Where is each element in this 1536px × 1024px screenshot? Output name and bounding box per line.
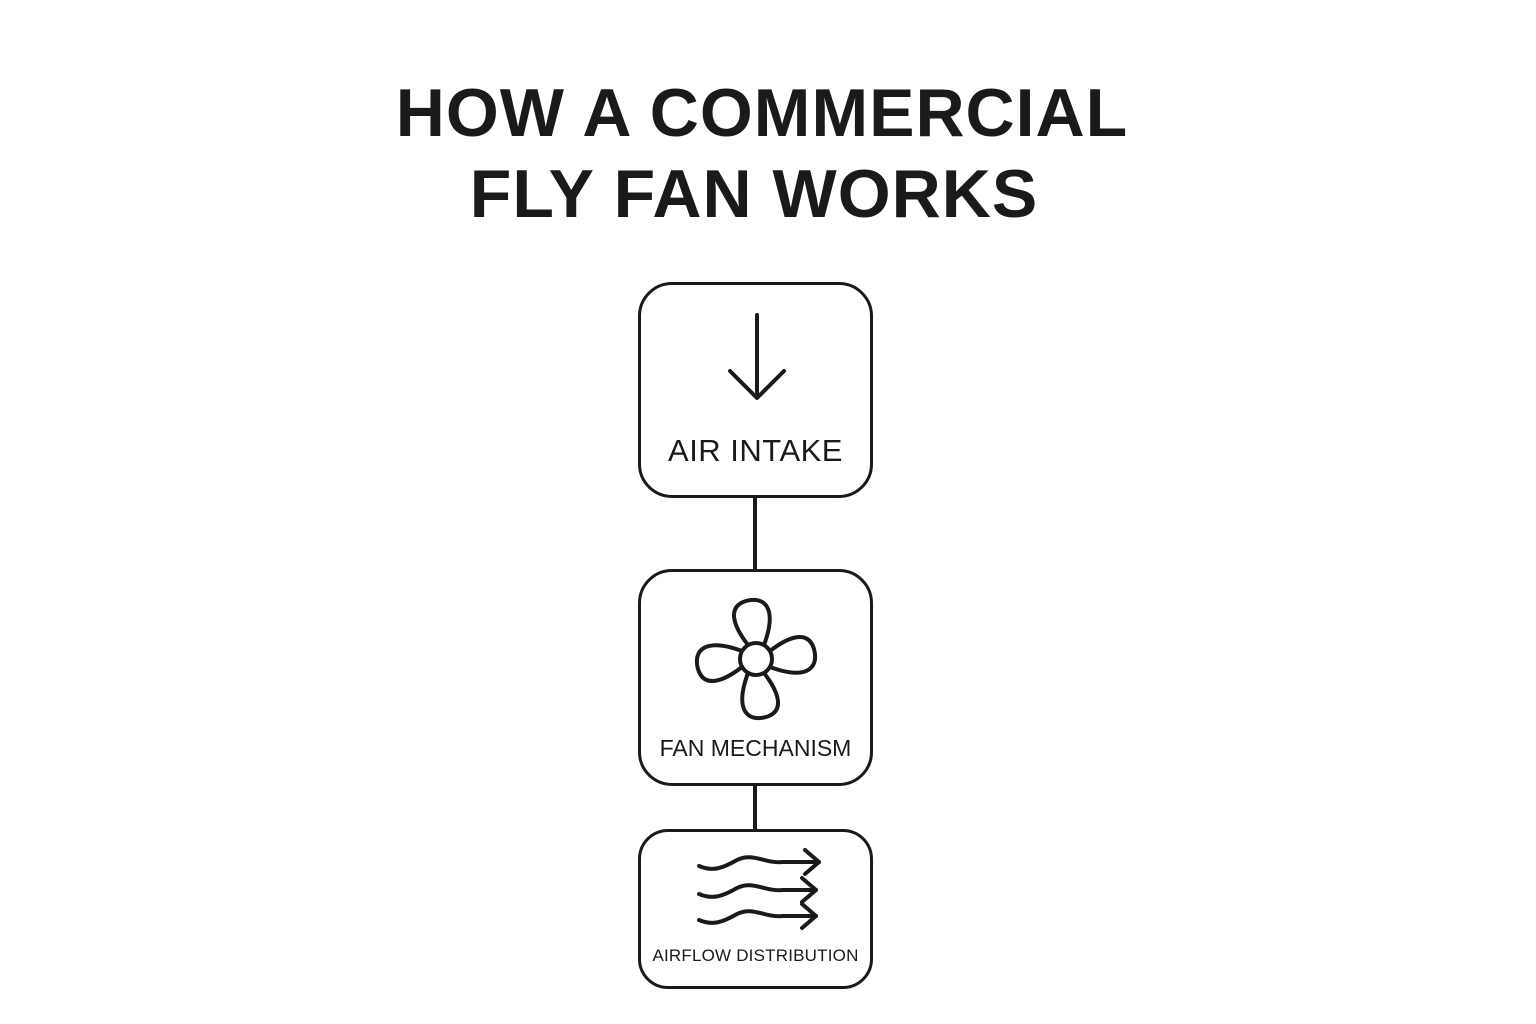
title-line-1: HOW A COMMERCIAL xyxy=(395,75,1129,151)
arrow-down-icon xyxy=(728,313,786,400)
step-label: AIR INTAKE xyxy=(668,433,843,468)
step-airflow-distribution: AIRFLOW DISTRIBUTION xyxy=(638,829,873,989)
step-air-intake: AIR INTAKE xyxy=(638,282,873,498)
fan-icon xyxy=(694,597,818,721)
airflow-waves-icon xyxy=(697,848,821,930)
step-fan-mechanism: FAN MECHANISM xyxy=(638,569,873,786)
title-line-2: FLY FAN WORKS xyxy=(469,156,1039,232)
connector-line xyxy=(753,785,757,830)
step-label: AIRFLOW DISTRIBUTION xyxy=(652,946,859,965)
step-label: FAN MECHANISM xyxy=(659,735,852,761)
connector-line xyxy=(753,497,757,570)
